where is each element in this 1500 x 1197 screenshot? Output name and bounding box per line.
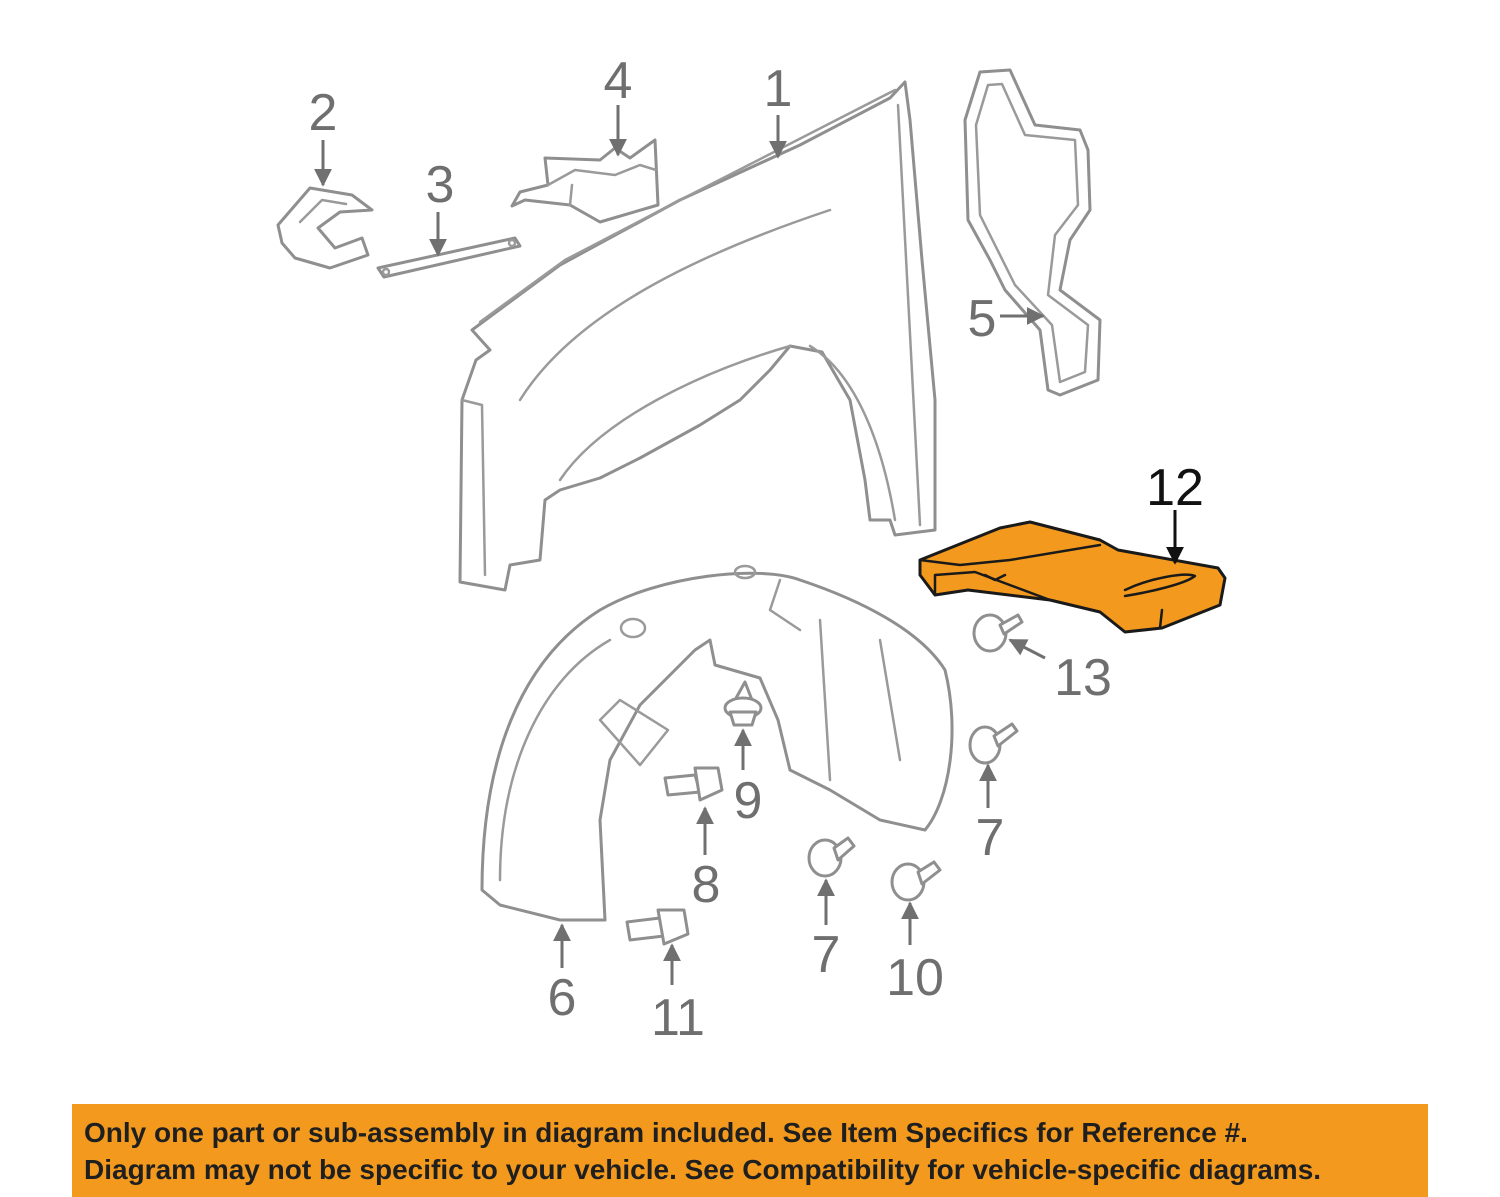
part-13-push-pin xyxy=(972,613,1024,653)
callout-1: 1 xyxy=(764,60,793,118)
leader-13 xyxy=(1008,638,1046,660)
part-8-bolt xyxy=(663,766,724,802)
part-7-push-pin-lower xyxy=(807,836,856,878)
part-7-push-pin-upper xyxy=(968,722,1019,765)
callout-11: 11 xyxy=(651,989,705,1047)
callout-10: 10 xyxy=(886,949,944,1007)
callout-3: 3 xyxy=(426,156,455,214)
part-10-push-pin xyxy=(890,860,942,902)
part-12-splash-shield xyxy=(918,520,1227,634)
callout-8: 8 xyxy=(692,856,721,914)
part-2-clip xyxy=(276,186,374,270)
part-6-liner xyxy=(480,564,954,922)
part-4-bracket xyxy=(510,138,660,224)
callout-7-upper: 7 xyxy=(976,809,1005,867)
disclaimer-banner: Only one part or sub-assembly in diagram… xyxy=(72,1104,1428,1197)
disclaimer-line-2: Diagram may not be specific to your vehi… xyxy=(84,1154,1322,1185)
part-9-clip xyxy=(723,680,763,727)
part-11-bolt xyxy=(625,908,690,946)
callout-12: 12 xyxy=(1146,459,1204,517)
callout-2: 2 xyxy=(309,84,338,142)
callout-4: 4 xyxy=(604,52,633,110)
disclaimer-line-1: Only one part or sub-assembly in diagram… xyxy=(84,1117,1248,1148)
part-3-rod xyxy=(376,236,522,279)
callout-7-lower: 7 xyxy=(812,926,841,984)
part-5-seal xyxy=(963,68,1102,397)
callout-6: 6 xyxy=(548,969,577,1027)
callout-9: 9 xyxy=(734,772,763,830)
callout-5: 5 xyxy=(968,290,997,348)
callout-13: 13 xyxy=(1054,649,1112,707)
part-1-fender xyxy=(458,80,937,592)
